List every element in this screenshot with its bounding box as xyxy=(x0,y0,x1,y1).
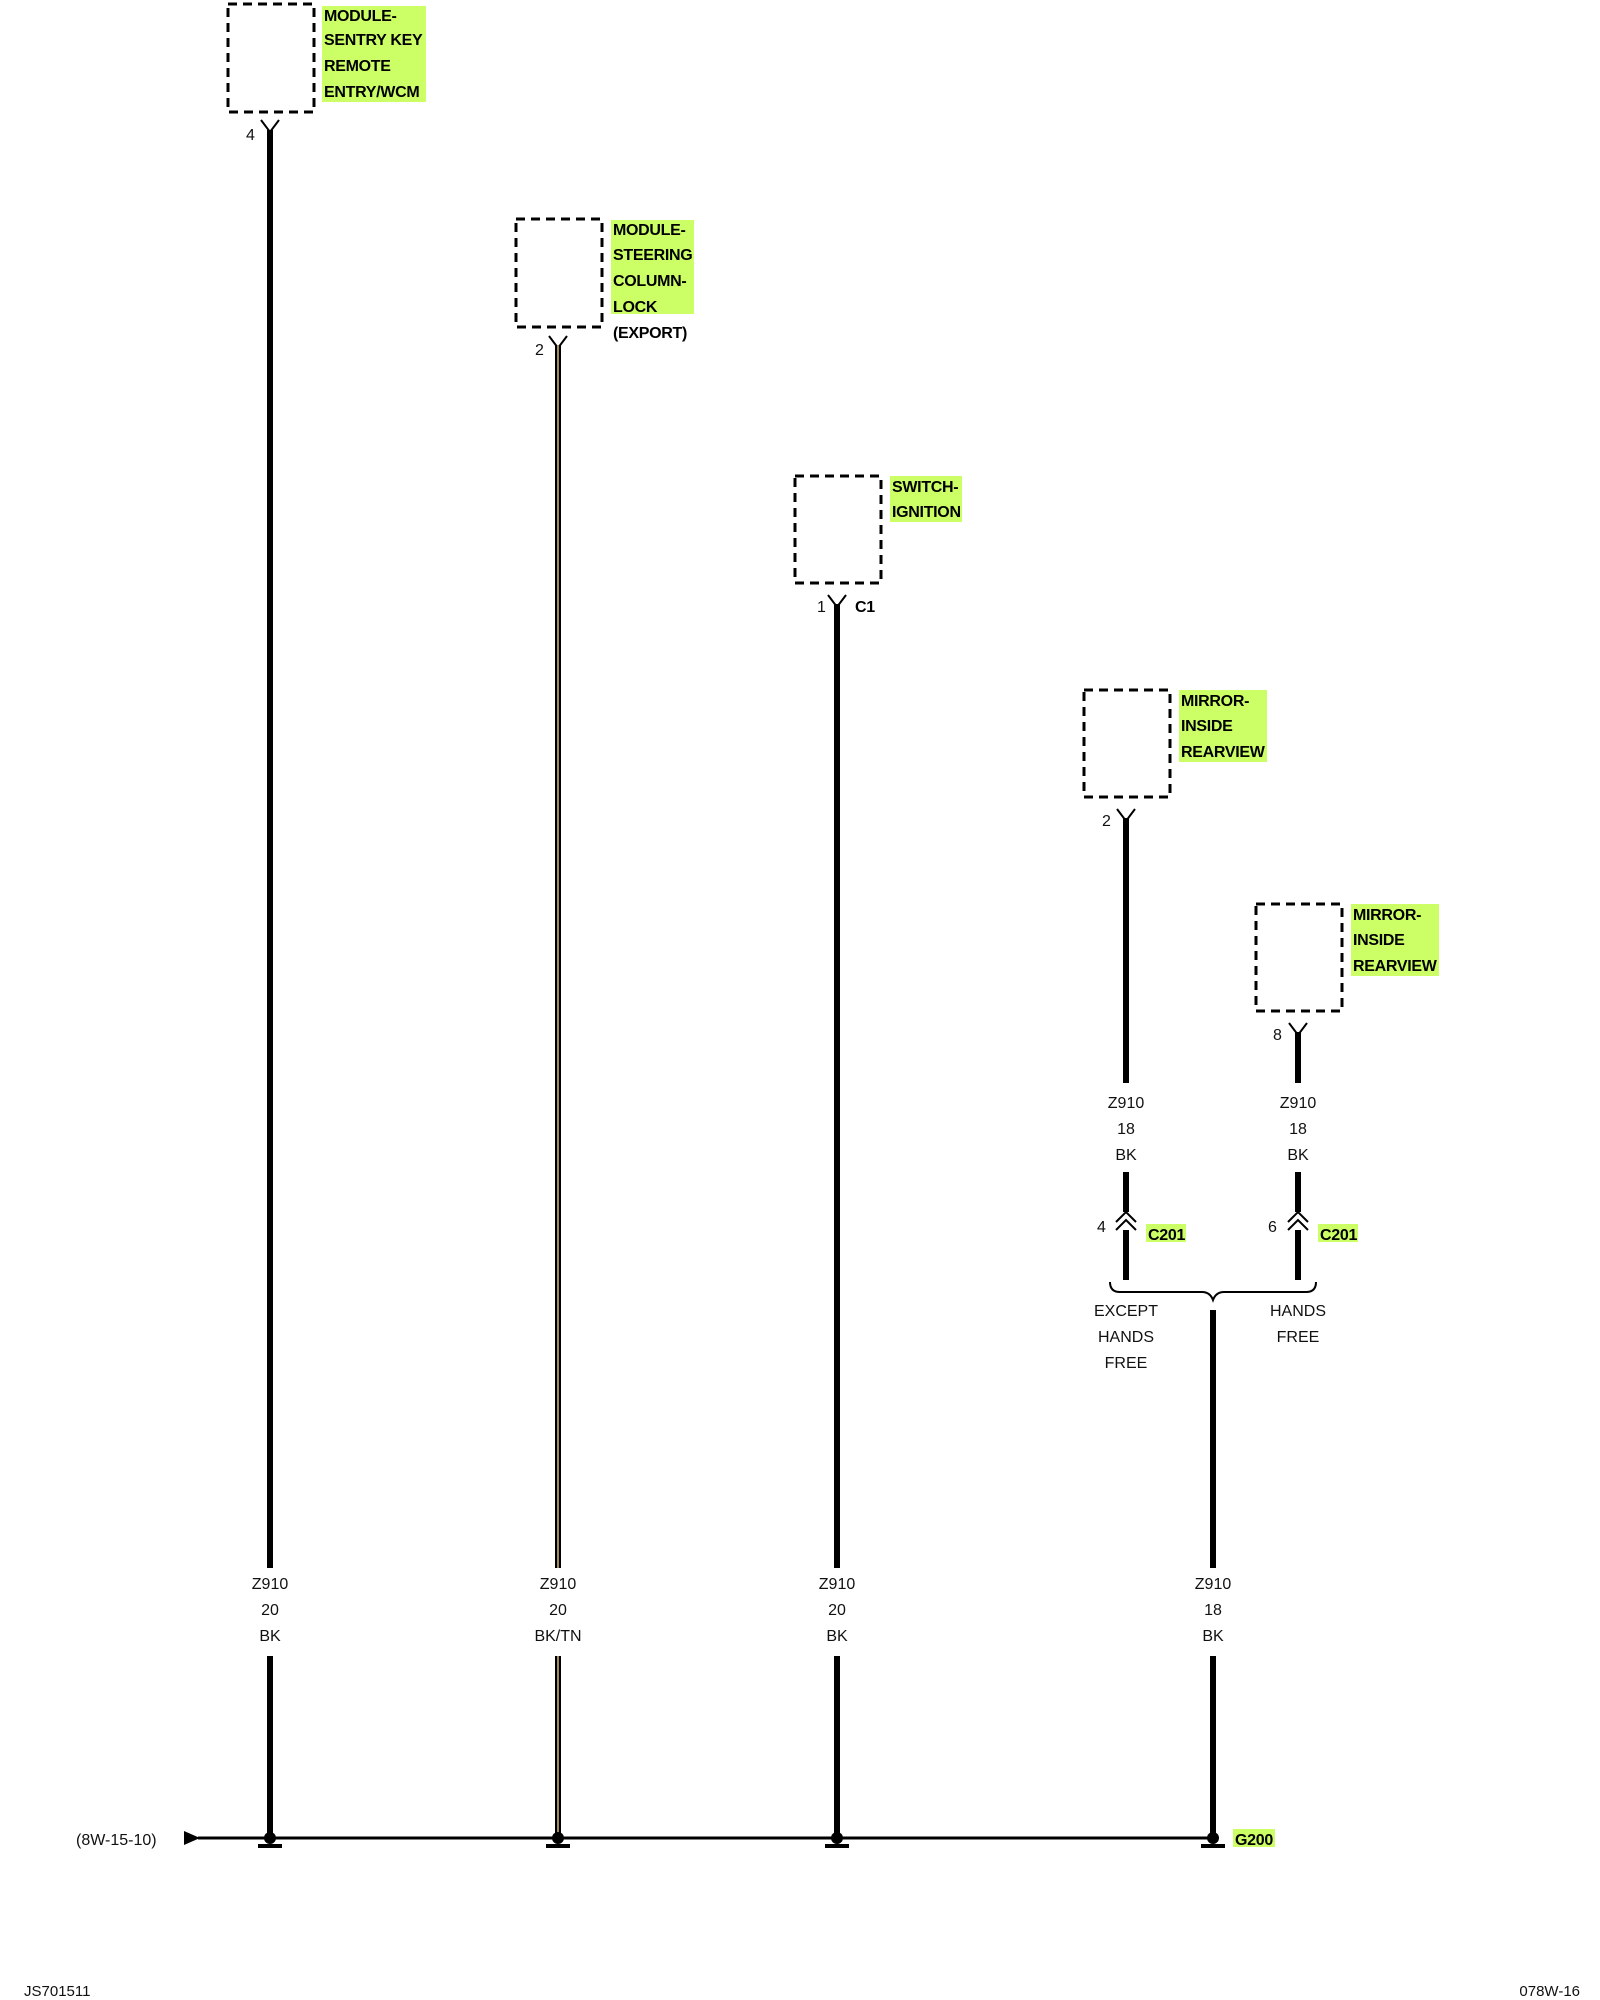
c201-pin4-highlight xyxy=(1146,1224,1186,1242)
mirror1-label-line2: INSIDE xyxy=(1181,718,1233,735)
mirror1-label-line3: REARVIEW xyxy=(1181,744,1266,761)
mirror2-wire-color: BK xyxy=(1287,1147,1309,1164)
sentry-module-box xyxy=(226,2,316,114)
sentry-label-line1: MODULE- xyxy=(324,8,397,25)
mirror2-wire-gauge: 18 xyxy=(1289,1121,1307,1138)
steering-module-box xyxy=(514,217,604,329)
steering-pin-number: 2 xyxy=(535,342,544,359)
ground-splice-1 xyxy=(258,1832,282,1848)
mirror2-pin-number: 8 xyxy=(1273,1027,1282,1044)
steering-export-note: (EXPORT) xyxy=(613,325,687,342)
ground-g200-label: G200 xyxy=(1235,1832,1273,1849)
mirror1-wire-gauge: 18 xyxy=(1117,1121,1135,1138)
footer-right-code: 078W-16 xyxy=(1519,1983,1580,2000)
ground-reference[interactable]: (8W-15-10) xyxy=(76,1832,157,1849)
component-sentry-key-module[interactable]: MODULE- SENTRY KEY REMOTE ENTRY/WCM 4 xyxy=(226,2,426,144)
c201-pin6-highlight xyxy=(1318,1224,1358,1242)
wire3-circuit: Z910 xyxy=(819,1576,856,1593)
wire2-gauge: 20 xyxy=(549,1602,567,1619)
ignition-connector-c1: C1 xyxy=(855,599,875,616)
wire3-gauge: 20 xyxy=(828,1602,846,1619)
option-except-hands-free: EXCEPT HANDS FREE xyxy=(1094,1303,1158,1372)
mirror2-label-line3: REARVIEW xyxy=(1353,958,1438,975)
ground-g200-highlight xyxy=(1233,1829,1275,1847)
option-except-line1: EXCEPT xyxy=(1094,1303,1158,1320)
option-except-line2: HANDS xyxy=(1098,1329,1154,1346)
footer-left-code: JS701511 xyxy=(24,1983,90,2000)
wire1-gauge: 20 xyxy=(261,1602,279,1619)
sentry-label-line4: ENTRY/WCM xyxy=(324,84,419,101)
sentry-label-highlight xyxy=(322,6,426,102)
mirror2-label-line1: MIRROR- xyxy=(1353,907,1421,924)
component-mirror-inside-rearview-1[interactable]: MIRROR- INSIDE REARVIEW 2 xyxy=(1082,688,1267,830)
c201-pin6-number: 6 xyxy=(1268,1219,1277,1236)
wire4-color: BK xyxy=(1202,1628,1224,1645)
component-ignition-switch[interactable]: SWITCH- IGNITION 1 C1 xyxy=(793,474,962,616)
wire2-circuit: Z910 xyxy=(540,1576,577,1593)
option-brace xyxy=(1109,1281,1317,1303)
component-mirror-inside-rearview-2[interactable]: MIRROR- INSIDE REARVIEW 8 xyxy=(1254,902,1439,1044)
c201-pin4-name: C201 xyxy=(1148,1227,1185,1244)
ground-g200[interactable]: G200 xyxy=(1233,1829,1275,1849)
c201-pin6-connector-symbol xyxy=(1287,1210,1309,1231)
c201-pin6-name: C201 xyxy=(1320,1227,1357,1244)
component-steering-column-lock[interactable]: MODULE- STEERING COLUMN- LOCK (EXPORT) 2 xyxy=(514,217,694,359)
ignition-label-highlight xyxy=(890,476,962,522)
c201-pin4-number: 4 xyxy=(1097,1219,1106,1236)
wire3-color: BK xyxy=(826,1628,848,1645)
wire4-circuit: Z910 xyxy=(1195,1576,1232,1593)
wire4-gauge: 18 xyxy=(1204,1602,1222,1619)
connector-c201-pin6[interactable]: 6 C201 xyxy=(1268,1210,1358,1244)
ground-splice-3 xyxy=(825,1832,849,1848)
wire1-color: BK xyxy=(259,1628,281,1645)
option-hands-line1: HANDS xyxy=(1270,1303,1326,1320)
mirror2-label-highlight xyxy=(1351,904,1439,976)
ignition-label-line1: SWITCH- xyxy=(892,479,958,496)
mirror2-wire-circuit: Z910 xyxy=(1280,1095,1317,1112)
steering-label-line3: COLUMN- xyxy=(613,273,686,290)
sentry-label-line2: SENTRY KEY xyxy=(324,32,423,49)
ignition-switch-box xyxy=(793,474,883,585)
sentry-label-line3: REMOTE xyxy=(324,58,391,75)
mirror1-wire-color: BK xyxy=(1115,1147,1137,1164)
ground-arrow-icon xyxy=(184,1831,200,1845)
steering-label-line1: MODULE- xyxy=(613,222,686,239)
mirror1-pin-number: 2 xyxy=(1102,813,1111,830)
steering-label-highlight xyxy=(611,220,694,314)
mirror2-label-line2: INSIDE xyxy=(1353,932,1405,949)
ground-splice-4 xyxy=(1201,1832,1225,1848)
option-hands-line2: FREE xyxy=(1277,1329,1320,1346)
mirror1-label-highlight xyxy=(1179,690,1267,762)
c201-pin4-connector-symbol xyxy=(1115,1210,1137,1231)
connector-c201-pin4[interactable]: 4 C201 xyxy=(1097,1210,1186,1244)
sentry-pin-number: 4 xyxy=(246,127,255,144)
mirror2-box xyxy=(1254,902,1344,1013)
steering-label-line2: STEERING xyxy=(613,247,692,264)
mirror1-wire-circuit: Z910 xyxy=(1108,1095,1145,1112)
mirror1-label-line1: MIRROR- xyxy=(1181,693,1249,710)
option-hands-free: HANDS FREE xyxy=(1270,1303,1326,1346)
wire2-color: BK/TN xyxy=(534,1628,581,1645)
steering-label-line4: LOCK xyxy=(613,299,658,316)
ignition-label-line2: IGNITION xyxy=(892,504,961,521)
option-except-line3: FREE xyxy=(1105,1355,1148,1372)
mirror1-box xyxy=(1082,688,1172,799)
wire1-circuit: Z910 xyxy=(252,1576,289,1593)
ignition-pin-number: 1 xyxy=(817,599,826,616)
ground-splice-2 xyxy=(546,1832,570,1848)
